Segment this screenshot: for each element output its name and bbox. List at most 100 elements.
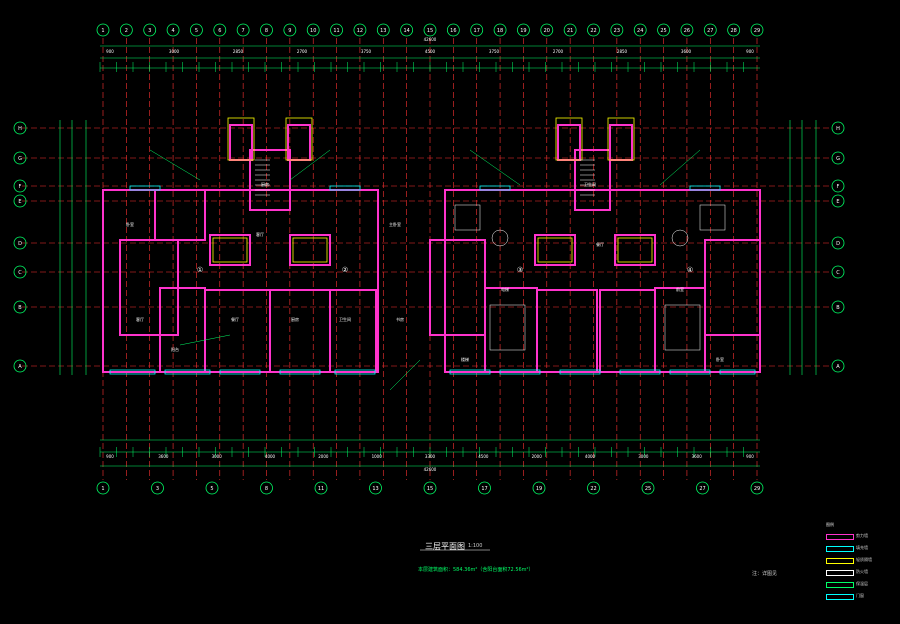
legend-label: 填充墙 bbox=[856, 545, 868, 550]
unit-number-label: ④ bbox=[687, 266, 693, 274]
drawing-scale: 1:100 bbox=[468, 543, 483, 549]
drawing-title: 三层平面图 bbox=[425, 542, 465, 551]
legend-panel: 图例 剪力墙填充墙轻质隔墙防火墙保温层门窗 bbox=[826, 522, 892, 606]
window bbox=[499, 369, 541, 375]
axis-bubble-left bbox=[13, 300, 27, 314]
window bbox=[334, 369, 376, 375]
leader-line bbox=[289, 149, 331, 181]
furniture bbox=[664, 304, 701, 351]
axis-bubble-top bbox=[190, 23, 203, 37]
wall-segment bbox=[614, 234, 656, 266]
wall-segment bbox=[599, 289, 656, 373]
axis-bubble-bottom bbox=[696, 481, 709, 495]
axis-bubble-top bbox=[330, 23, 343, 37]
window bbox=[279, 369, 321, 375]
window bbox=[619, 369, 661, 375]
window bbox=[479, 185, 511, 191]
legend-label: 防火墙 bbox=[856, 569, 868, 574]
axis-label-right: H bbox=[836, 126, 840, 132]
legend-row: 防火墙 bbox=[826, 566, 892, 578]
window bbox=[219, 369, 261, 375]
dim-text-bottom: 2000 bbox=[532, 454, 543, 459]
window bbox=[719, 369, 756, 375]
room-label: 楼梯 bbox=[461, 356, 469, 362]
axis-label-bottom: 27 bbox=[699, 486, 705, 492]
axis-bubble-right bbox=[831, 151, 845, 165]
axis-bubble-right bbox=[831, 179, 845, 193]
axis-bubble-top bbox=[680, 23, 694, 37]
window bbox=[449, 369, 491, 375]
side-note: 注：详图见 bbox=[752, 571, 778, 577]
balcony-frame bbox=[285, 117, 313, 161]
wall-segment bbox=[654, 287, 706, 373]
axis-label-left: D bbox=[18, 241, 22, 247]
axis-bubble-bottom bbox=[369, 481, 382, 495]
axis-bubble-bottom bbox=[205, 481, 219, 495]
furniture bbox=[489, 304, 526, 351]
dim-text-top: 3750 bbox=[489, 49, 500, 54]
axis-label-bottom: 25 bbox=[645, 486, 651, 492]
axis-bubble-top bbox=[703, 23, 717, 37]
legend-swatch bbox=[826, 594, 854, 600]
axis-label-top: 11 bbox=[333, 28, 339, 34]
dim-text-top: 4500 bbox=[425, 49, 436, 54]
unit-number-label: ② bbox=[342, 266, 348, 274]
leader-line bbox=[149, 149, 201, 181]
axis-bubble-top bbox=[587, 23, 600, 37]
legend-title: 图例 bbox=[826, 522, 834, 527]
dim-text-top: 2700 bbox=[297, 49, 308, 54]
dim-text-bottom: 3600 bbox=[158, 454, 169, 459]
axis-bubble-top bbox=[633, 23, 647, 37]
axis-label-left: E bbox=[18, 199, 21, 205]
unit-number-label: ③ bbox=[517, 266, 523, 274]
axis-bubble-left bbox=[13, 151, 27, 165]
axis-label-top: 1 bbox=[101, 28, 104, 34]
axis-label-bottom: 1 bbox=[101, 486, 104, 492]
axis-label-bottom: 11 bbox=[318, 486, 324, 492]
leader-line bbox=[469, 149, 521, 186]
window bbox=[559, 369, 601, 375]
wall-segment bbox=[704, 239, 761, 336]
axis-label-top: 25 bbox=[660, 28, 666, 34]
axis-label-top: 2 bbox=[125, 28, 128, 34]
window bbox=[164, 369, 211, 375]
room-label: 餐厅 bbox=[596, 241, 604, 247]
axis-bubble-right bbox=[831, 194, 845, 208]
room-label: 书房 bbox=[396, 316, 404, 322]
axis-label-top: 15 bbox=[427, 28, 433, 34]
axis-bubble-left bbox=[13, 179, 27, 193]
axis-bubble-top bbox=[493, 23, 507, 37]
axis-bubble-top bbox=[610, 23, 624, 37]
axis-label-bottom: 19 bbox=[536, 486, 542, 492]
axis-label-top: 29 bbox=[754, 28, 760, 34]
wall-segment bbox=[444, 189, 761, 373]
axis-label-bottom: 5 bbox=[210, 486, 213, 492]
balcony-frame bbox=[607, 117, 635, 161]
axis-bubble-top bbox=[376, 23, 390, 37]
axis-label-right: B bbox=[836, 305, 840, 311]
wall-segment bbox=[229, 124, 253, 161]
leader-line bbox=[659, 149, 701, 186]
room-label: 卧室 bbox=[716, 356, 724, 362]
overall-dim-top: 42600 bbox=[424, 37, 437, 42]
wall-segment bbox=[536, 289, 598, 373]
dim-text-top: 3000 bbox=[169, 49, 180, 54]
legend-label: 门窗 bbox=[856, 593, 864, 598]
wall-segment bbox=[287, 124, 311, 161]
axis-bubble-top bbox=[283, 23, 297, 37]
legend-swatch bbox=[826, 582, 854, 588]
window bbox=[669, 369, 711, 375]
axis-label-top: 19 bbox=[520, 28, 526, 34]
axis-bubble-bottom bbox=[641, 481, 655, 495]
room-label: 客厅 bbox=[256, 231, 264, 237]
axis-label-top: 27 bbox=[707, 28, 713, 34]
area-note: 本层建筑面积：584.36m²（含阳台面积72.56m²） bbox=[418, 567, 534, 573]
elevator-shaft bbox=[537, 237, 573, 263]
axis-label-bottom: 17 bbox=[481, 486, 487, 492]
wall-segment bbox=[289, 234, 331, 266]
dim-text-bottom: 3300 bbox=[425, 454, 436, 459]
dim-text-bottom: 2000 bbox=[318, 454, 329, 459]
axis-label-left: C bbox=[18, 270, 22, 276]
axis-label-top: 5 bbox=[195, 28, 198, 34]
